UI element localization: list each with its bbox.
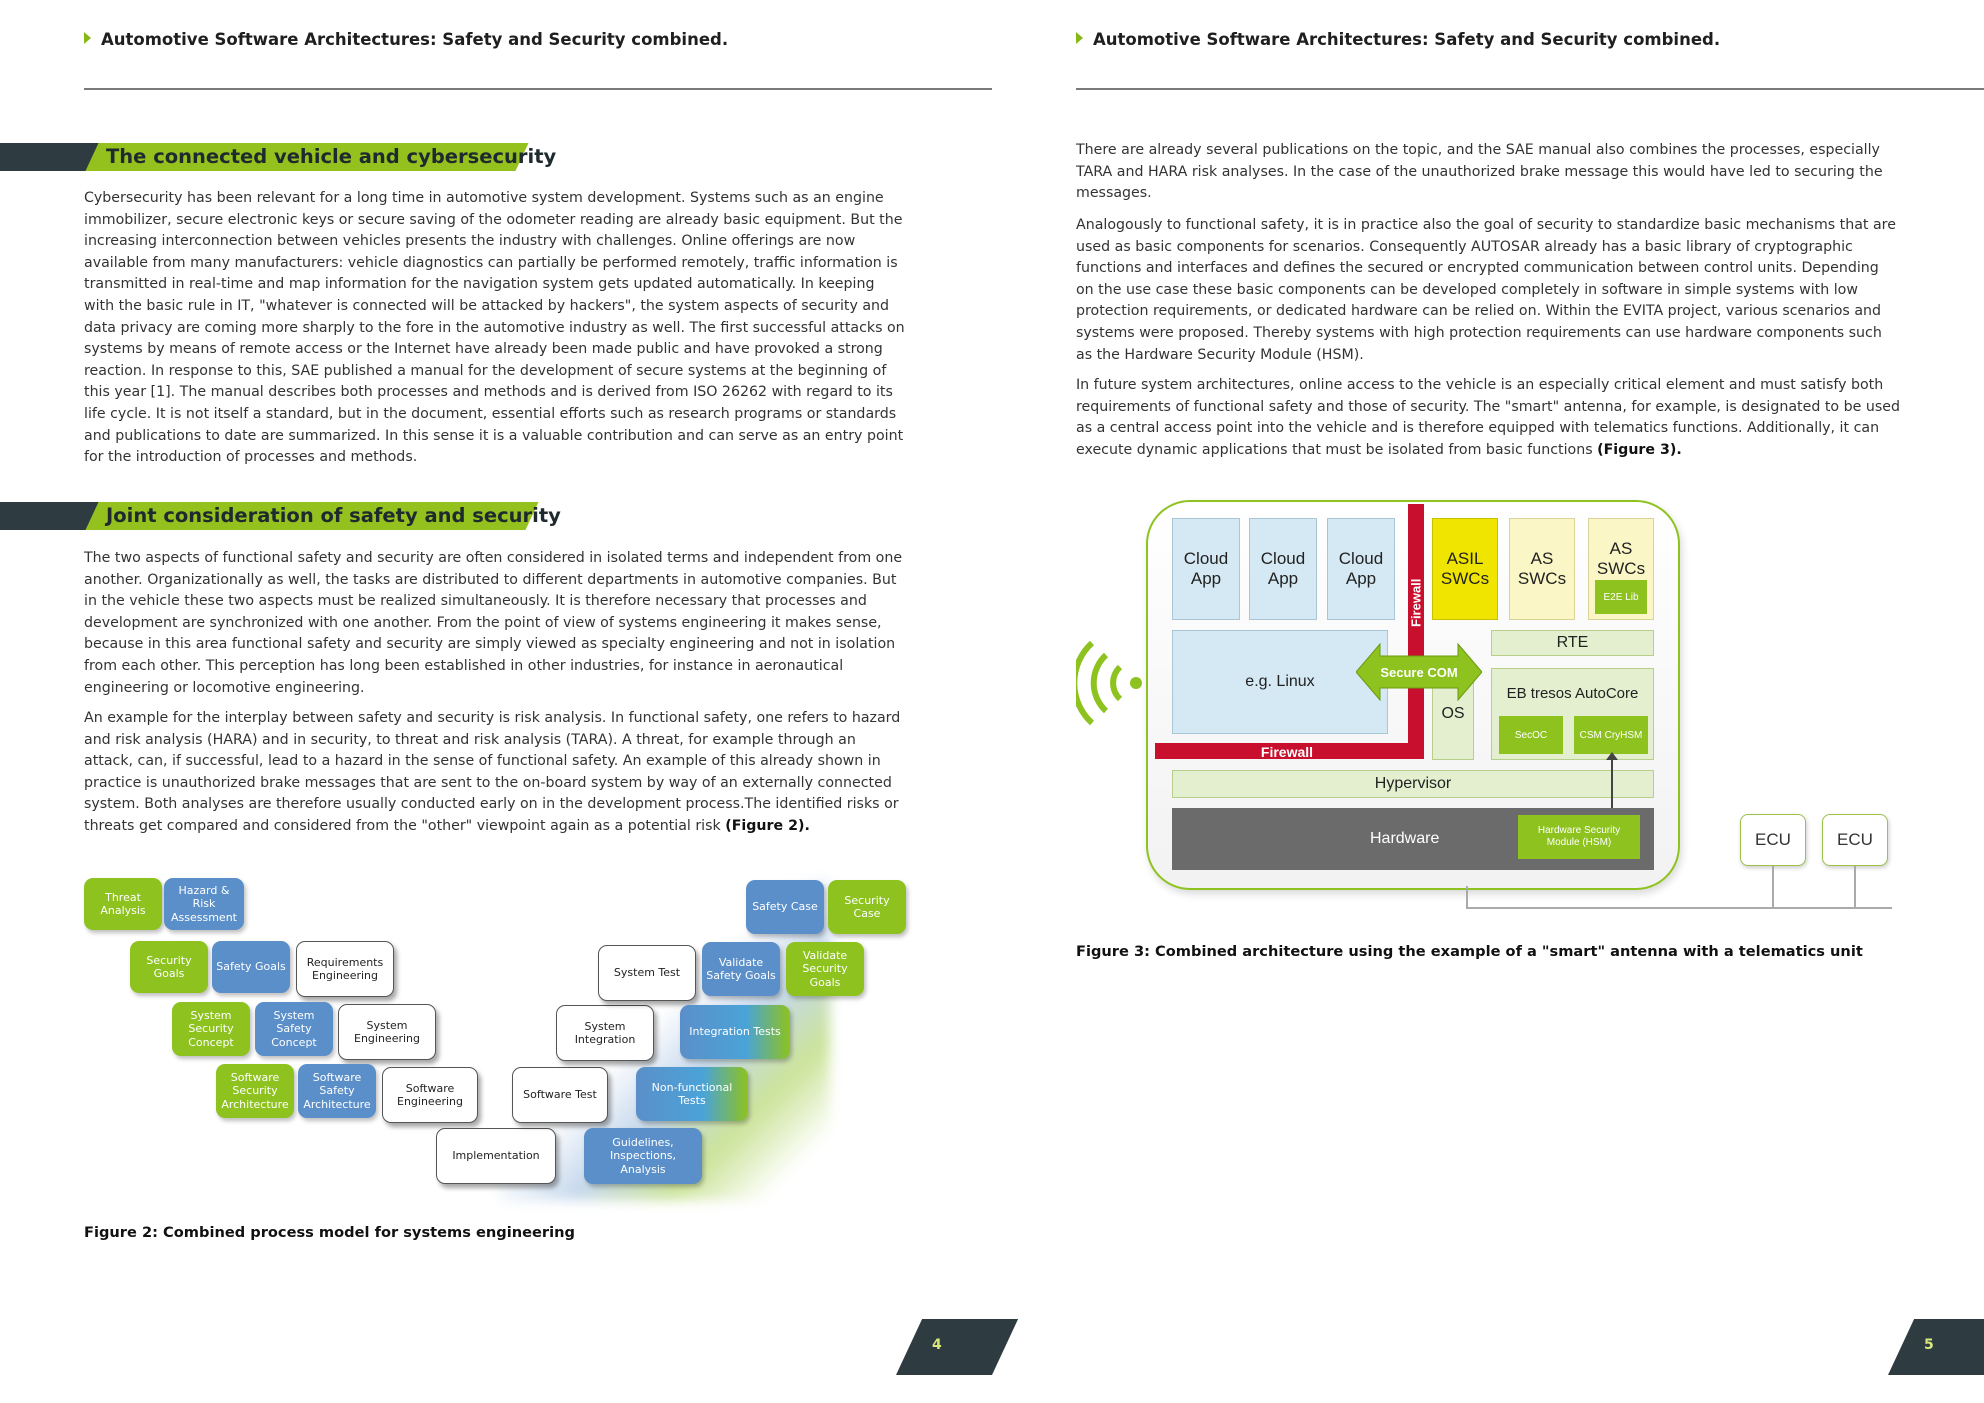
vmodel-validate-security-goals: Validate Security Goals: [786, 942, 864, 996]
cloud-app-1: Cloud App: [1172, 518, 1240, 620]
vmodel-software-test: Software Test: [512, 1067, 608, 1123]
cloud-app-3: Cloud App: [1327, 518, 1395, 620]
figure-2-caption: Figure 2: Combined process model for sys…: [84, 1224, 575, 1241]
body-paragraph: An example for the interplay between saf…: [84, 710, 901, 834]
vmodel-threat-analysis: Threat Analysis: [84, 878, 162, 930]
vmodel-implementation: Implementation: [436, 1128, 556, 1184]
vmodel-requirements-engineering: Requirements Engineering: [296, 941, 394, 997]
vmodel-system-security-concept: System Security Concept: [172, 1002, 250, 1056]
ecu-box-2: ECU: [1822, 814, 1888, 866]
secure-com-label: Secure COM: [1380, 664, 1458, 680]
e2e-lib: E2E Lib: [1595, 580, 1647, 614]
vmodel-system-integration: System Integration: [556, 1005, 654, 1061]
body-paragraph: In future system architectures, online a…: [1076, 377, 1900, 458]
page-right: Automotive Software Architectures: Safet…: [992, 0, 1984, 1403]
vmodel-guidelines: Guidelines, Inspections, Analysis: [584, 1128, 702, 1184]
vehicle-bus: [1466, 907, 1892, 909]
hsm-module: Hardware Security Module (HSM): [1518, 815, 1640, 859]
body-paragraph: Cybersecurity has been relevant for a lo…: [84, 190, 905, 466]
linux-partition: e.g. Linux: [1172, 630, 1388, 734]
running-header: Automotive Software Architectures: Safet…: [1076, 30, 1720, 49]
vmodel-software-safety-architecture: Software Safety Architecture: [298, 1064, 376, 1118]
vmodel-hazard-risk: Hazard & Risk Assessment: [164, 878, 244, 930]
ecu-box-1: ECU: [1740, 814, 1806, 866]
asil-swcs: ASIL SWCs: [1432, 518, 1498, 620]
vmodel-system-test: System Test: [598, 945, 696, 1001]
figure-reference: (Figure 3).: [1597, 441, 1682, 458]
bus-stub-ecu2: [1854, 866, 1856, 908]
secoc-module: SecOC: [1499, 716, 1563, 754]
vmodel-software-security-architecture: Software Security Architecture: [216, 1064, 294, 1118]
vmodel-integration-tests: Integration Tests: [680, 1005, 790, 1059]
vmodel-software-engineering: Software Engineering: [382, 1067, 478, 1123]
bus-stub-antenna: [1466, 886, 1468, 908]
csm-cryhsm-module: CSM CryHSM: [1574, 716, 1648, 754]
vmodel-non-functional-tests: Non-functional Tests: [636, 1067, 748, 1121]
vmodel-security-case: Security Case: [828, 880, 906, 934]
hypervisor-layer: Hypervisor: [1172, 770, 1654, 798]
vmodel-safety-case: Safety Case: [746, 880, 824, 934]
vmodel-system-engineering: System Engineering: [338, 1004, 436, 1060]
body-paragraph: Analogously to functional safety, it is …: [1076, 217, 1896, 363]
vmodel-security-goals: Security Goals: [130, 941, 208, 993]
hsm-connector: [1611, 756, 1613, 812]
section-heading-cybersecurity: The connected vehicle and cybersecurity: [0, 143, 556, 171]
page-left: Automotive Software Architectures: Safet…: [0, 30, 1019, 1375]
connector-arrow-icon: [1606, 752, 1618, 760]
body-paragraph: There are already several publications o…: [1076, 142, 1883, 202]
as-swcs: AS SWCs: [1509, 518, 1575, 620]
figure-3-caption: Figure 3: Combined architecture using th…: [1076, 943, 1863, 960]
bus-stub-ecu1: [1772, 866, 1774, 908]
vmodel-validate-safety-goals: Validate Safety Goals: [702, 942, 780, 996]
figure-reference: (Figure 2).: [725, 817, 810, 834]
bullet-triangle-icon: [84, 32, 91, 44]
firewall-horizontal: [1155, 743, 1424, 759]
header-rule: [84, 88, 992, 90]
section-heading-joint: Joint consideration of safety and securi…: [0, 502, 561, 530]
antenna-signal-icon: [1076, 640, 1142, 726]
bullet-triangle-icon: [1076, 32, 1083, 44]
page-number-badge: 5: [1874, 1319, 1984, 1375]
page-number-badge: 4: [882, 1319, 1019, 1375]
rte-layer: RTE: [1491, 630, 1654, 656]
running-header: Automotive Software Architectures: Safet…: [84, 30, 728, 49]
header-rule: [1076, 88, 1984, 90]
firewall-horizontal-label: Firewall: [1260, 744, 1314, 760]
cloud-app-2: Cloud App: [1249, 518, 1317, 620]
secure-com-arrow-icon: [1356, 642, 1482, 702]
vmodel-safety-goals: Safety Goals: [212, 941, 290, 993]
body-paragraph: The two aspects of functional safety and…: [84, 550, 903, 696]
vmodel-system-safety-concept: System Safety Concept: [255, 1002, 333, 1056]
